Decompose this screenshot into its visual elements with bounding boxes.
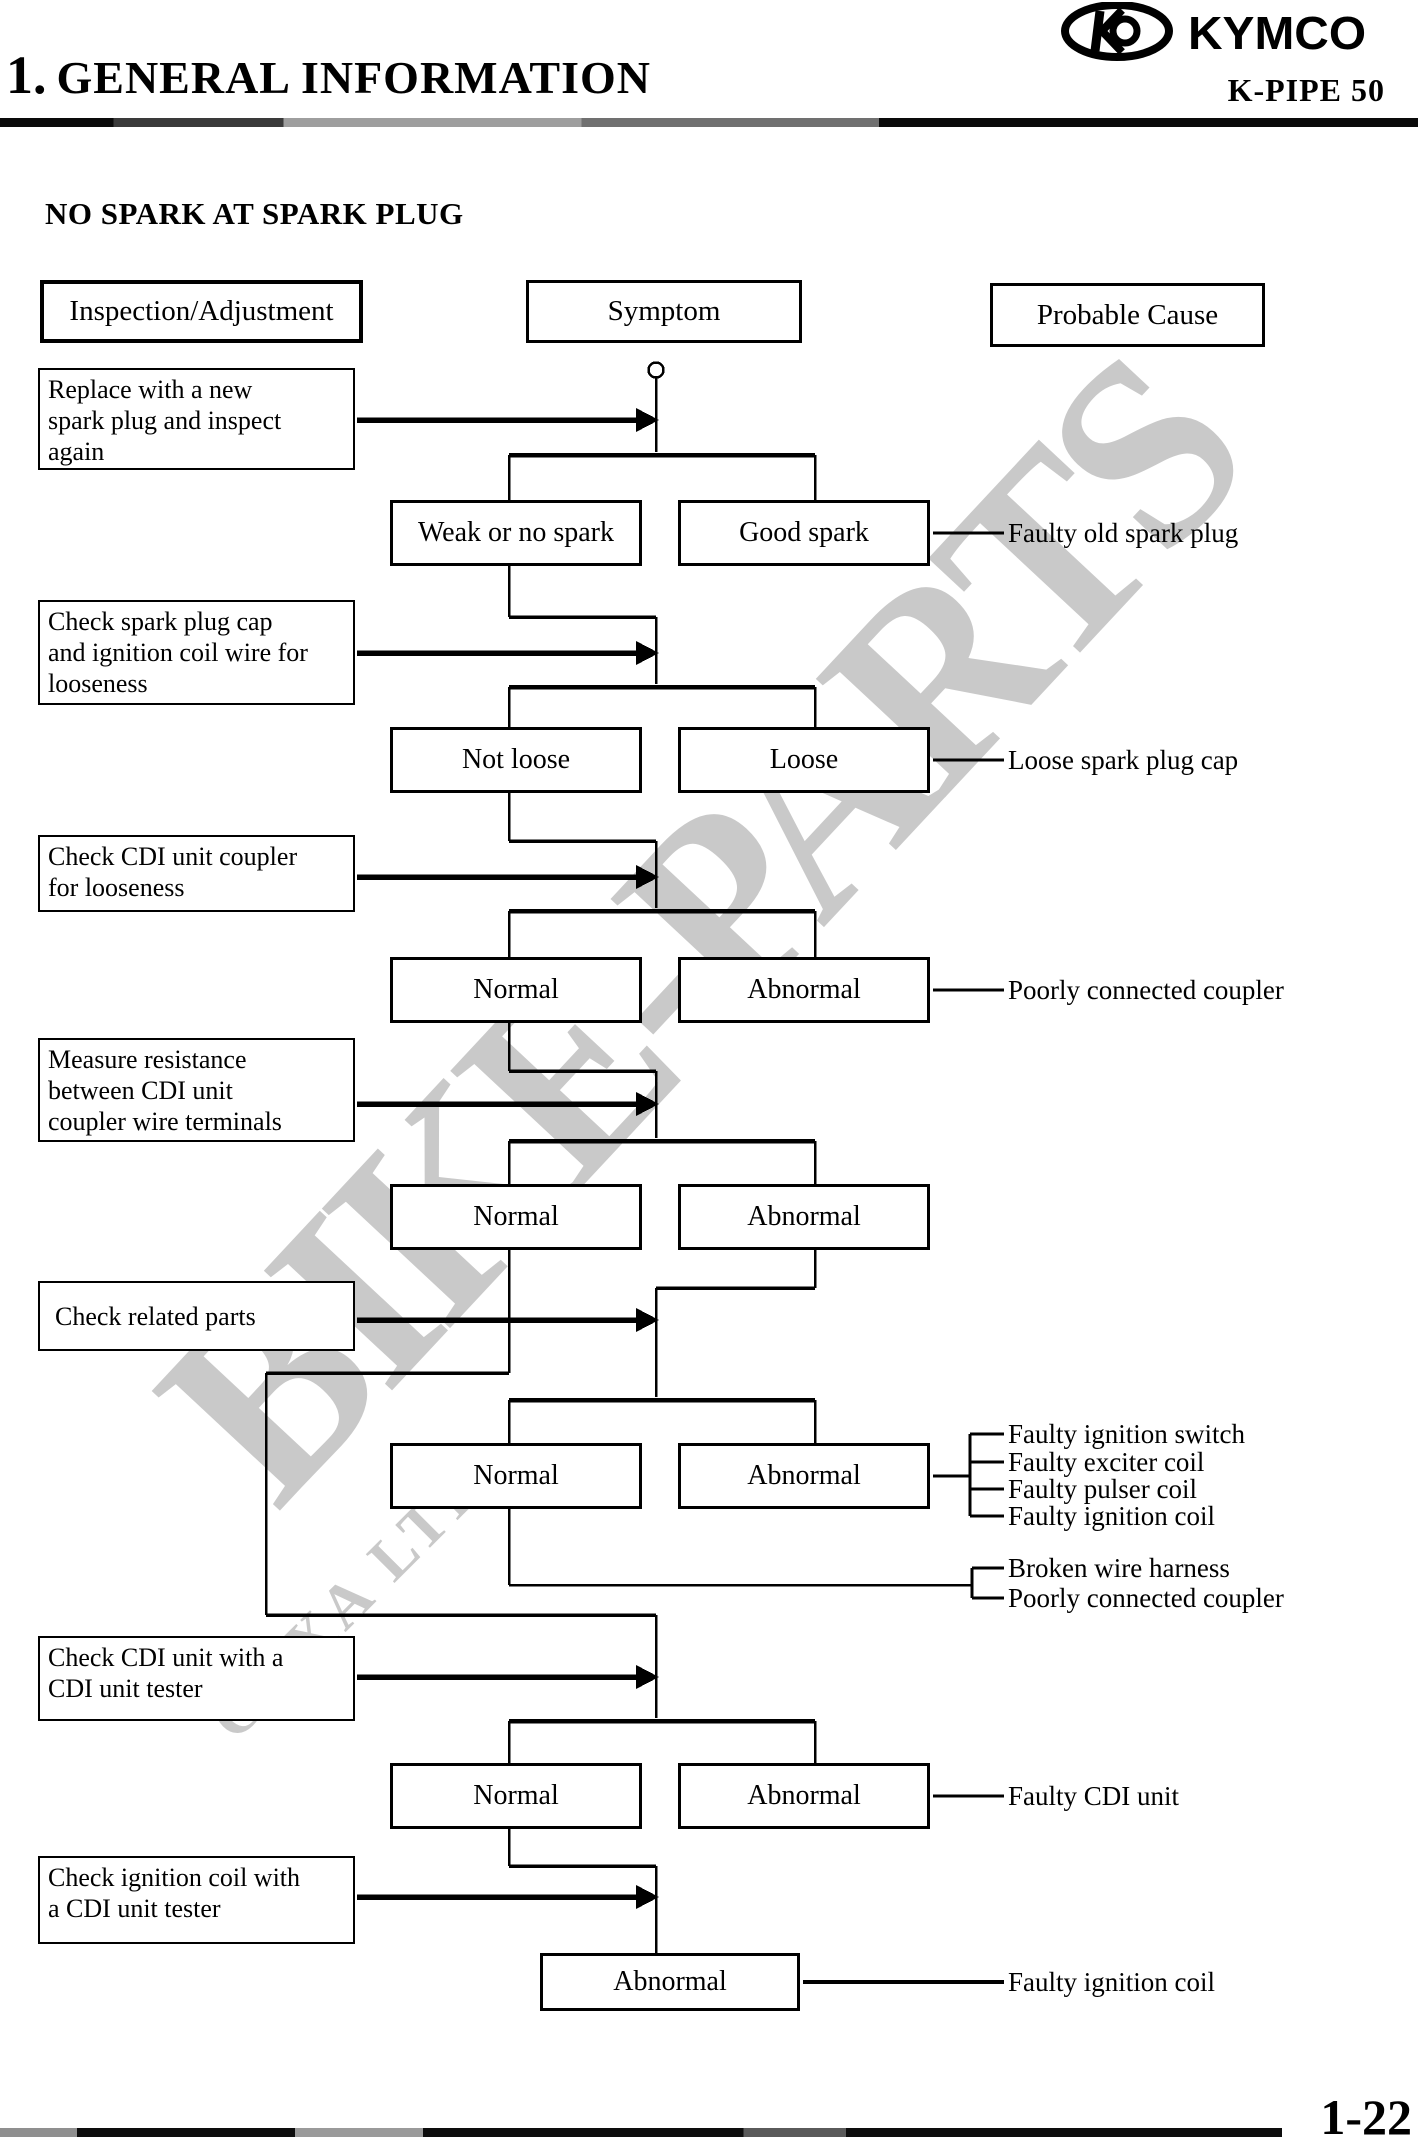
kymco-logo-icon — [1060, 1, 1174, 67]
symptom-box-abnormal-2: Abnormal — [678, 1184, 930, 1250]
column-header-symptom-label: Symptom — [607, 295, 721, 327]
symptom-box-weak-or-no-spark: Weak or no spark — [390, 500, 642, 566]
start-node-circle — [647, 361, 665, 379]
column-header-inspection: Inspection/Adjustment — [40, 280, 363, 343]
inspection-box-check-cdi-unit: Check CDI unit with a CDI unit tester — [38, 1636, 355, 1721]
inspection-line: Check spark plug cap — [48, 607, 273, 636]
symptom-box-abnormal-1: Abnormal — [678, 957, 930, 1023]
inspection-line: between CDI unit — [48, 1076, 233, 1105]
symptom-box-abnormal-3: Abnormal — [678, 1443, 930, 1509]
symptom-label: Normal — [473, 1201, 559, 1232]
inspection-box-check-ignition-coil: Check ignition coil with a CDI unit test… — [38, 1856, 355, 1944]
symptom-label: Loose — [769, 744, 839, 775]
inspection-line: again — [48, 437, 105, 466]
symptom-box-loose: Loose — [678, 727, 930, 793]
column-header-inspection-label: Inspection/Adjustment — [69, 295, 334, 327]
inspection-line: Check CDI unit with a — [48, 1643, 284, 1672]
header-rule — [0, 118, 1418, 127]
symptom-label: Abnormal — [747, 974, 861, 1005]
inspection-line: Check related parts — [55, 1301, 256, 1331]
inspection-line: Replace with a new — [48, 375, 253, 404]
symptom-label: Normal — [473, 1780, 559, 1811]
inspection-line: for looseness — [48, 873, 185, 902]
cause-loose-spark-plug-cap: Loose spark plug cap — [1008, 745, 1239, 775]
inspection-box-check-plug-cap: Check spark plug cap and ignition coil w… — [38, 600, 355, 705]
brand-wordmark: KYMCO — [1188, 7, 1367, 59]
symptom-box-abnormal-4: Abnormal — [678, 1763, 930, 1829]
chapter-number: 1. — [6, 45, 47, 105]
cause-poorly-connected-coupler-2: Poorly connected coupler — [1008, 1583, 1284, 1613]
symptom-box-normal-1: Normal — [390, 957, 642, 1023]
page-number: 1-22 — [1320, 2089, 1412, 2145]
symptom-box-normal-2: Normal — [390, 1184, 642, 1250]
cause-faulty-exciter-coil: Faulty exciter coil — [1008, 1447, 1205, 1477]
symptom-box-good-spark: Good spark — [678, 500, 930, 566]
cause-broken-wire-harness: Broken wire harness — [1008, 1553, 1230, 1583]
symptom-box-abnormal-final: Abnormal — [540, 1953, 800, 2011]
model-label: K-PIPE 50 — [1227, 72, 1385, 108]
column-header-cause: Probable Cause — [990, 283, 1265, 347]
footer-rule — [0, 2128, 1282, 2137]
cause-faulty-ignition-coil-2: Faulty ignition coil — [1008, 1967, 1215, 1997]
inspection-line: a CDI unit tester — [48, 1894, 221, 1923]
symptom-box-normal-4: Normal — [390, 1763, 642, 1829]
inspection-box-measure-resistance: Measure resistance between CDI unit coup… — [38, 1038, 355, 1142]
symptom-label: Normal — [473, 1460, 559, 1491]
cause-faulty-cdi-unit: Faulty CDI unit — [1008, 1781, 1180, 1811]
cause-poorly-connected-coupler: Poorly connected coupler — [1008, 975, 1284, 1005]
column-header-cause-label: Probable Cause — [1036, 298, 1219, 331]
inspection-line: spark plug and inspect — [48, 406, 282, 435]
chapter-heading: 1. GENERAL INFORMATION — [6, 44, 651, 106]
symptom-label: Abnormal — [747, 1780, 861, 1811]
inspection-box-replace-spark-plug: Replace with a new spark plug and inspec… — [38, 368, 355, 470]
inspection-box-check-related-parts: Check related parts — [38, 1281, 355, 1351]
inspection-line: looseness — [48, 669, 148, 698]
symptom-box-normal-3: Normal — [390, 1443, 642, 1509]
inspection-box-check-cdi-coupler: Check CDI unit coupler for looseness — [38, 835, 355, 912]
chapter-title: GENERAL INFORMATION — [56, 52, 651, 103]
page-title: NO SPARK AT SPARK PLUG — [45, 196, 464, 231]
symptom-label: Normal — [473, 974, 559, 1005]
cause-faulty-ignition-coil-1: Faulty ignition coil — [1008, 1501, 1215, 1531]
inspection-line: CDI unit tester — [48, 1674, 203, 1703]
symptom-label: Weak or no spark — [417, 517, 614, 548]
symptom-label: Abnormal — [613, 1966, 727, 1997]
symptom-label: Abnormal — [747, 1201, 861, 1232]
symptom-box-not-loose: Not loose — [390, 727, 642, 793]
column-header-symptom: Symptom — [526, 280, 802, 343]
symptom-label: Abnormal — [747, 1460, 861, 1491]
cause-faulty-old-spark-plug: Faulty old spark plug — [1008, 518, 1239, 548]
symptom-label: Not loose — [461, 744, 571, 775]
arrow-icon — [357, 408, 659, 1909]
cause-faulty-ignition-switch: Faulty ignition switch — [1008, 1419, 1246, 1449]
inspection-line: Measure resistance — [48, 1045, 247, 1074]
inspection-line: Check ignition coil with — [48, 1863, 301, 1892]
cause-faulty-pulser-coil: Faulty pulser coil — [1008, 1474, 1197, 1504]
symptom-label: Good spark — [739, 517, 869, 548]
inspection-line: coupler wire terminals — [48, 1107, 282, 1136]
inspection-line: Check CDI unit coupler — [48, 842, 298, 871]
inspection-line: and ignition coil wire for — [48, 638, 308, 667]
